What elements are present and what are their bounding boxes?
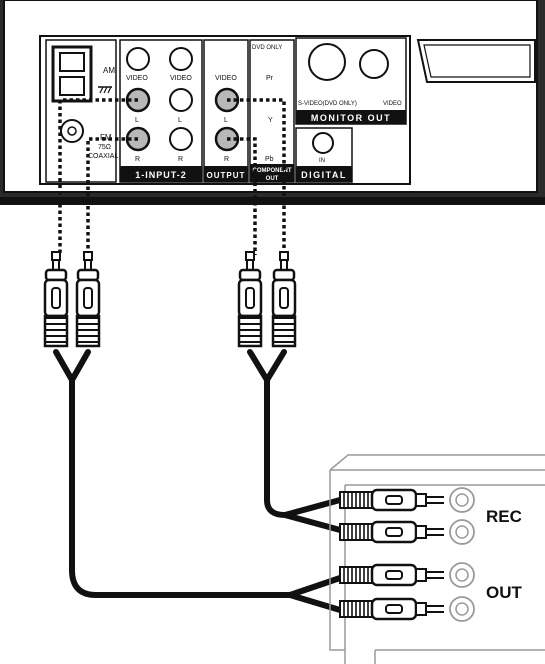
monitor-out-block	[295, 37, 407, 125]
rec-plug-1	[339, 487, 475, 513]
cable-right-b	[282, 512, 343, 533]
cable-left-b	[287, 592, 343, 613]
digital-label: DIGITAL	[301, 170, 347, 180]
component-out-label-2: OUT	[266, 176, 279, 182]
input1-left-label: L	[135, 117, 139, 124]
svideo-jack	[308, 43, 346, 81]
rca-plug-4	[271, 251, 297, 348]
output-video-label: VIDEO	[215, 75, 237, 82]
ground-icon	[98, 86, 112, 94]
input1-video-label: VIDEO	[126, 75, 148, 82]
pr-label: Pr	[266, 75, 274, 82]
cable-left-a	[69, 377, 343, 598]
out-plug-2	[339, 596, 475, 622]
output-left-label: L	[224, 117, 228, 124]
dvd-only-label: DVD ONLY	[252, 45, 282, 51]
input-section-label: 1-INPUT-2	[135, 170, 187, 180]
cable-right-a	[264, 377, 343, 518]
digital-block	[295, 127, 353, 183]
input2-left-label: L	[178, 117, 182, 124]
cables	[53, 349, 343, 613]
input1-video-jack	[126, 47, 150, 71]
external-device	[329, 454, 545, 664]
input2-video-jack	[169, 47, 193, 71]
rca-plug-3	[237, 251, 263, 348]
signal-paths	[58, 98, 286, 255]
output-right-path	[227, 137, 257, 255]
coaxial-label: COAXIAL	[88, 153, 118, 160]
output-block	[203, 39, 249, 183]
rca-plug-2	[75, 251, 101, 348]
input1-right-label: R	[135, 156, 140, 163]
output-section-label: OUTPUT	[207, 171, 246, 180]
scart-connector	[416, 39, 536, 83]
component-out-label-1: COMPONENT	[253, 168, 292, 174]
monitor-out-label: MONITOR OUT	[311, 113, 391, 123]
antenna-block	[45, 39, 117, 183]
rec-plug-2	[339, 519, 475, 545]
output-right-label: R	[224, 156, 229, 163]
input-left-path	[58, 98, 138, 255]
rec-label: REC	[486, 507, 522, 526]
cable-left-split	[53, 349, 91, 383]
fm-label: FM	[100, 133, 112, 142]
pb-label: Pb	[265, 156, 274, 163]
y-label: Y	[268, 117, 273, 124]
svideo-note-label: S-VIDEO(DVD ONLY)	[298, 101, 357, 107]
rca-plug-1	[43, 251, 69, 348]
input2-video-label: VIDEO	[170, 75, 192, 82]
digital-in-label: IN	[319, 158, 325, 164]
digital-in-jack	[312, 132, 334, 154]
out-label: OUT	[486, 583, 523, 602]
input-block	[119, 39, 203, 183]
input2-right-label: R	[178, 156, 183, 163]
input2-right-jack	[169, 127, 193, 151]
out-plug-1	[339, 562, 475, 588]
am-label: AM	[103, 66, 115, 75]
cable-right-split	[247, 349, 287, 383]
monitor-video-label: VIDEO	[383, 101, 402, 107]
ohm-label: 75Ω	[98, 144, 111, 151]
input2-left-jack	[169, 88, 193, 112]
monitor-video-jack	[359, 49, 389, 79]
